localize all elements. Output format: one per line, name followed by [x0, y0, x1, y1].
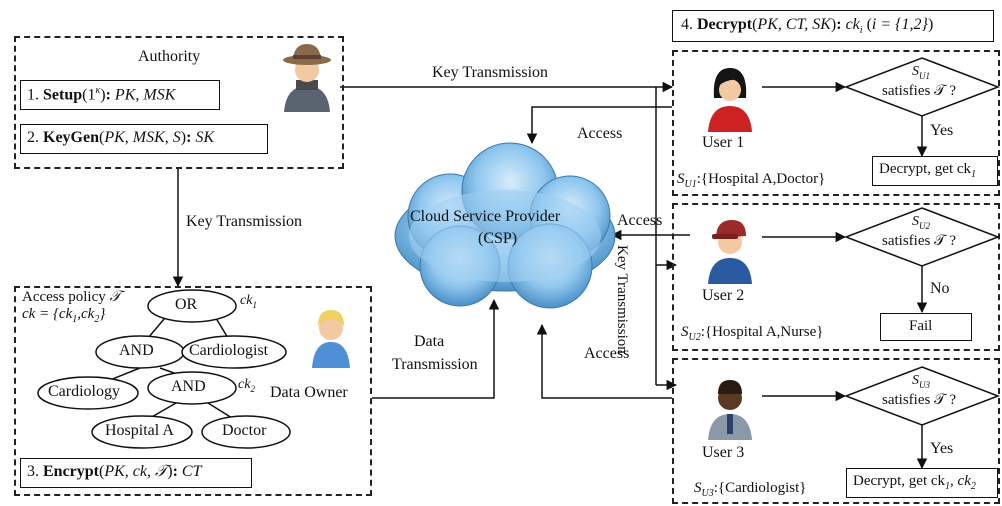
user2-condition: satisfies 𝒯 ? [882, 233, 956, 249]
user1-attribute-set: SU1:{Hospital A,Doctor} [677, 171, 826, 190]
access-label-1: Access [577, 125, 623, 142]
key-transmission-label-left: Key Transmission [186, 213, 303, 230]
cloud-title: Cloud Service Provider [410, 208, 561, 225]
user1-branch: Yes [930, 122, 954, 139]
user2-name: User 2 [702, 287, 745, 304]
data-owner-icon [312, 310, 350, 368]
user3-condition-set: SU3 [912, 373, 930, 390]
user1-condition: satisfies 𝒯 ? [882, 83, 956, 99]
access-arrow-user3 [536, 323, 672, 399]
user2-decision-diamond [843, 207, 1001, 267]
authority-icon [283, 44, 331, 112]
user1-icon [708, 68, 752, 132]
user3-icon [708, 380, 752, 440]
cloud-subtitle: (CSP) [478, 230, 518, 247]
data-owner-label: Data Owner [270, 384, 348, 401]
authority-title: Authority [138, 48, 201, 65]
user3-condition: satisfies 𝒯 ? [882, 392, 956, 408]
user2-result-box: Fail [880, 313, 972, 341]
ck1-label: ck1 [240, 293, 257, 310]
user3-result-box: Decrypt, get ck1, ck2 [846, 468, 998, 498]
user1-decision-diamond [843, 57, 1001, 117]
user3-attribute-set: SU3:{Cardiologist} [694, 480, 807, 499]
encrypt-label: Encrypt [43, 463, 99, 480]
keygen-label: KeyGen [43, 129, 99, 146]
cloud-icon [394, 142, 616, 309]
authority-panel [14, 36, 344, 169]
user1-panel [672, 50, 1000, 196]
user2-icon [708, 220, 752, 284]
user2-condition-set: SU2 [912, 214, 930, 231]
tree-label-and-2: AND [171, 378, 206, 395]
tree-node-and-2 [147, 371, 237, 405]
user2-branch: No [930, 280, 950, 297]
tree-label-doctor: Doctor [222, 422, 267, 439]
access-arrow-user1 [526, 106, 672, 145]
user3-name: User 3 [702, 444, 745, 461]
user1-result-box: Decrypt, get ck1 [872, 156, 998, 186]
data-transmission-label-2: Transmission [392, 356, 478, 373]
key-transmission-label-top: Key Transmission [432, 64, 549, 81]
setup-box: 1. Setup(1κ): PK, MSK [20, 80, 220, 110]
tree-label-cardiology: Cardiology [48, 383, 120, 400]
tree-node-cardiologist [181, 335, 287, 369]
ck-definition: ck = {ck1,ck2} [22, 306, 106, 325]
data-owner-panel [14, 286, 372, 496]
data-transmission-label-1: Data [414, 333, 445, 350]
tree-node-or [147, 289, 237, 323]
tree-node-cardiology [37, 376, 139, 410]
tree-label-hospital-a: Hospital A [105, 422, 174, 439]
tree-label-or: OR [175, 296, 198, 313]
policy-tree [37, 289, 291, 449]
encrypt-box: 3. Encrypt(PK, ck, 𝒯): CT [20, 458, 252, 488]
tree-node-doctor [201, 415, 291, 449]
tree-node-hospital-a [91, 415, 193, 449]
access-label-3: Access [584, 345, 630, 362]
user2-panel [672, 203, 1000, 351]
user2-attribute-set: SU2:{Hospital A,Nurse} [681, 324, 824, 343]
user3-decision-diamond [843, 366, 1001, 426]
decrypt-label: Decrypt [697, 16, 753, 33]
user1-name: User 1 [702, 134, 745, 151]
tree-label-cardiologist: Cardiologist [189, 342, 269, 359]
data-transmission-arrow [372, 298, 500, 399]
setup-label: Setup [43, 86, 83, 104]
ck2-label: ck2 [238, 377, 255, 394]
access-policy-label: Access policy 𝒯 [22, 289, 121, 305]
user1-condition-set: SU1 [912, 64, 930, 81]
user3-branch: Yes [930, 440, 954, 457]
user3-panel [672, 358, 1000, 504]
decrypt-box: 4. Decrypt(PK, CT, SK): cki (i = {1,2}) [672, 10, 994, 42]
keygen-box: 2. KeyGen(PK, MSK, S): SK [20, 124, 268, 154]
tree-label-and-1: AND [119, 342, 154, 359]
access-label-2: Access [617, 212, 663, 229]
